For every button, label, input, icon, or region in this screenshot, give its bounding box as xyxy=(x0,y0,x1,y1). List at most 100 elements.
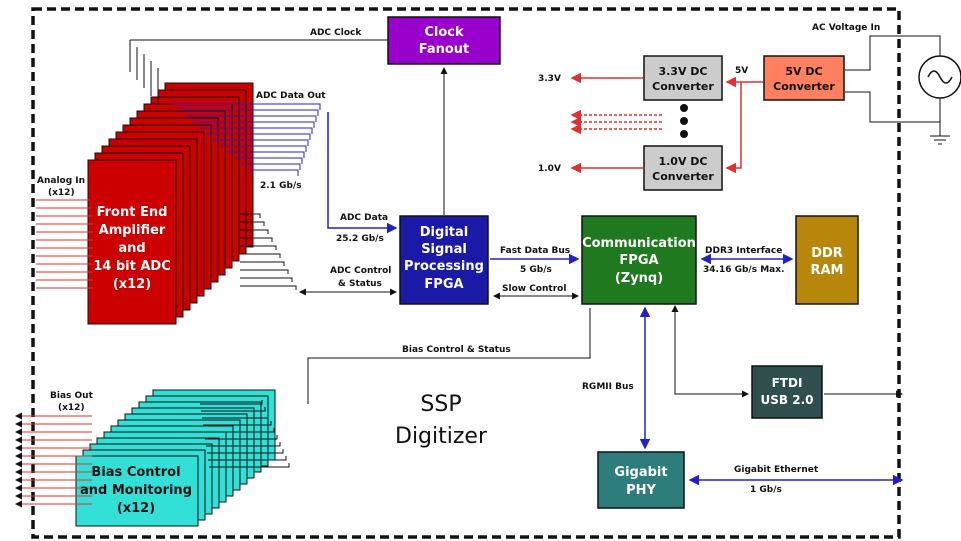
bias-card xyxy=(75,455,199,527)
adc-control-lines xyxy=(240,213,397,296)
bias-line3: (x12) xyxy=(117,501,155,516)
adc-data-line xyxy=(235,157,303,164)
adc-clock-label: ADC Clock xyxy=(310,28,362,38)
ddr-line1: DDR xyxy=(811,246,843,261)
adc-control-line xyxy=(240,237,273,242)
comm-to-ftdi-arrow xyxy=(671,305,749,398)
ftdi-block xyxy=(751,365,823,419)
adc-data-line xyxy=(186,115,317,122)
adc-status-label: & Status xyxy=(338,279,382,289)
dc-3v3-line2: Converter xyxy=(652,80,714,93)
bias-control-status-label: Bias Control & Status xyxy=(402,345,511,355)
clock-fanout-line1: Clock xyxy=(424,25,464,40)
bias-control-line xyxy=(200,400,263,405)
comm-line2: FPGA xyxy=(619,253,658,268)
dsp-line3: Processing xyxy=(404,259,484,274)
fe-line4: 14 bit ADC xyxy=(93,259,171,274)
dc-1v0-line2: Converter xyxy=(652,170,714,183)
dc-5v-line2: Converter xyxy=(773,80,835,93)
adc-data-line xyxy=(200,127,313,134)
fe-line3: and xyxy=(118,241,145,256)
ssp-title-line1: SSP xyxy=(420,392,461,417)
dc-3v3-block xyxy=(643,55,723,101)
adc-control-line xyxy=(240,221,265,226)
rate-2-1-label: 2.1 Gb/s xyxy=(260,181,302,191)
v1-0-label: 1.0V xyxy=(538,164,561,174)
bias-control-line xyxy=(207,449,284,454)
dsp-fpga-block xyxy=(399,215,489,305)
adc-data-rate: 25.2 Gb/s xyxy=(336,234,384,244)
ac-input-wiring xyxy=(845,35,950,145)
adc-control-line xyxy=(240,229,269,234)
bias-control-stack xyxy=(75,389,276,527)
adc-data-out-label: ADC Data Out xyxy=(256,91,326,101)
v5-label: 5V xyxy=(735,66,748,76)
dsp-line2: Signal xyxy=(421,242,467,257)
dc-5v-line1: 5V DC xyxy=(785,65,822,78)
gigabit-ethernet-rate: 1 Gb/s xyxy=(750,485,782,495)
rgmii-label: RGMII Bus xyxy=(582,382,634,392)
bias-text: Bias Control and Monitoring (x12) xyxy=(80,465,192,516)
phy-line2: PHY xyxy=(626,483,656,498)
adc-control-line xyxy=(240,277,293,282)
bias-control-line xyxy=(203,421,272,426)
adc-data-line xyxy=(228,151,305,158)
bias-control-line xyxy=(204,428,275,433)
dsp-line4: FPGA xyxy=(424,277,463,292)
adc-control-line xyxy=(240,253,281,258)
adc-data-label: ADC Data xyxy=(340,213,388,223)
front-end-adc-stack xyxy=(87,82,254,325)
dc-1v0-line1: 1.0V DC xyxy=(658,155,707,168)
gigabit-phy-block xyxy=(597,451,685,509)
digitizer-border xyxy=(31,7,901,539)
bias-control-line xyxy=(209,463,290,468)
dc-1v0-block xyxy=(643,145,723,191)
ddr-ram-block xyxy=(795,215,859,305)
adc-data-line xyxy=(221,145,307,152)
bias-control-line xyxy=(202,414,269,419)
adc-data-line xyxy=(214,139,309,146)
bias-control-line xyxy=(201,407,266,412)
clock-fanout-block xyxy=(387,16,501,65)
ddr3-label: DDR3 Interface xyxy=(705,246,782,256)
adc-control-label: ADC Control xyxy=(330,266,391,276)
adc-control-line xyxy=(240,285,297,290)
ellipsis-dot xyxy=(680,104,688,112)
bias-line2: and Monitoring xyxy=(80,483,192,498)
phy-line1: Gigabit xyxy=(614,465,667,480)
intermediate-rails xyxy=(570,109,662,135)
bias-line1: Bias Control xyxy=(91,465,180,480)
bias-out-lines xyxy=(15,412,92,508)
analog-in-count: (x12) xyxy=(48,188,75,198)
adc-data-out-lines xyxy=(172,103,398,234)
ftdi-line1: FTDI xyxy=(772,376,803,390)
fe-line5: (x12) xyxy=(113,277,151,292)
ddr-line2: RAM xyxy=(810,263,843,278)
bias-control-line xyxy=(208,456,287,461)
front-end-card xyxy=(87,159,177,325)
adc-data-line xyxy=(172,103,321,110)
analog-in-lines xyxy=(36,199,93,289)
ellipsis-dot xyxy=(680,130,688,138)
adc-data-line xyxy=(242,163,301,170)
ac-voltage-label: AC Voltage In xyxy=(812,23,880,33)
adc-control-line xyxy=(240,269,289,274)
bias-control-bus xyxy=(307,308,591,404)
adc-data-line xyxy=(193,121,315,128)
adc-data-line xyxy=(249,169,299,176)
comm-line1: Communication xyxy=(582,236,696,251)
adc-control-line xyxy=(240,213,261,218)
dc-5v-block xyxy=(763,55,845,101)
adc-control-line xyxy=(240,245,277,250)
fast-data-bus-rate: 5 Gb/s xyxy=(520,265,552,275)
fast-data-bus-label: Fast Data Bus xyxy=(500,246,570,256)
fe-line1: Front End xyxy=(97,205,168,220)
bias-control-lines xyxy=(200,308,591,468)
comm-fpga-block xyxy=(581,215,697,305)
fe-line2: Amplifier xyxy=(99,223,166,238)
bias-out-label: Bias Out xyxy=(50,391,94,401)
ellipsis-dot xyxy=(680,117,688,125)
ftdi-line2: USB 2.0 xyxy=(761,393,814,407)
ssp-title-line2: Digitizer xyxy=(395,424,488,449)
